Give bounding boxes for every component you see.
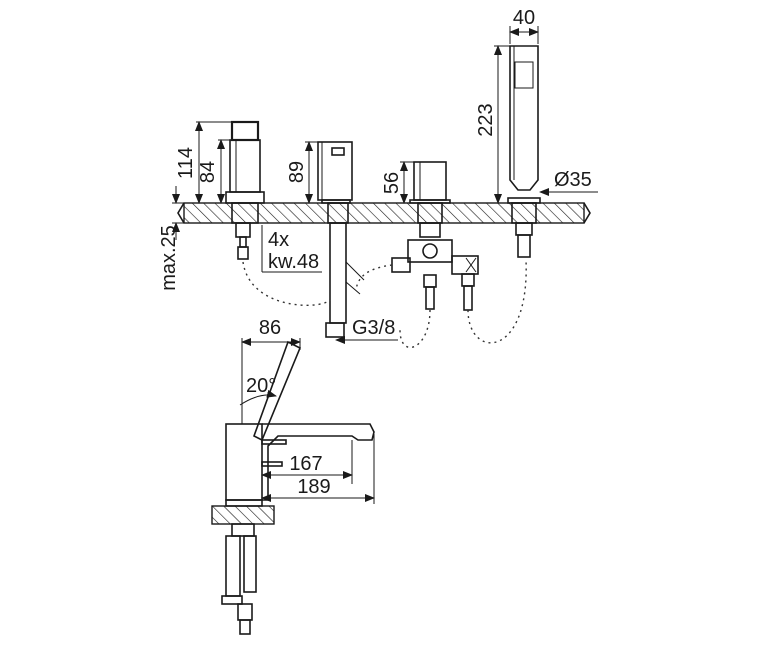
dim-valve-89: 89	[286, 141, 318, 204]
dim-shower-223: 223	[475, 45, 510, 204]
dim-lever-84: 84	[197, 139, 230, 204]
reach-outer-label: 189	[297, 476, 330, 498]
dim-thread: G3/8	[335, 317, 398, 344]
dim-lever-114: 114	[175, 121, 232, 204]
dim-reach-189: 189	[261, 434, 375, 504]
spout-offset-label: 86	[259, 317, 281, 339]
lever-total-height-label: 114	[175, 147, 197, 179]
diverter-height-label: 56	[381, 172, 403, 194]
shower-height-label: 223	[475, 103, 497, 136]
deck-thickness-label: max.25	[158, 225, 180, 291]
hand-shower	[507, 45, 541, 258]
dim-reach-167: 167	[261, 440, 353, 484]
dim-diverter-56: 56	[381, 161, 414, 204]
dim-shower-diameter: Ø35	[539, 169, 598, 196]
shower-diameter-label: Ø35	[554, 169, 592, 191]
hole-count-label: 4x	[268, 229, 289, 251]
dim-holes: 4x kw.48	[261, 225, 322, 273]
dim-deck-25: max.25	[158, 186, 184, 291]
dim-shower-40: 40	[509, 7, 539, 44]
diverter	[391, 161, 479, 311]
reach-inner-label: 167	[289, 453, 322, 475]
spout-side-view	[211, 340, 375, 635]
dim-spout-86: 86	[241, 317, 301, 424]
shower-width-label: 40	[513, 7, 535, 29]
deck-plate	[177, 202, 591, 224]
dim-angle-20: 20°	[239, 375, 277, 406]
spout-valve	[317, 141, 365, 338]
lever-mixer	[225, 120, 265, 260]
lever-angle-label: 20°	[246, 375, 276, 397]
hole-size-label: kw.48	[268, 251, 319, 273]
hoses	[242, 259, 527, 349]
valve-height-label: 89	[286, 161, 308, 183]
thread-label: G3/8	[352, 317, 395, 339]
lever-body-height-label: 84	[197, 161, 219, 183]
